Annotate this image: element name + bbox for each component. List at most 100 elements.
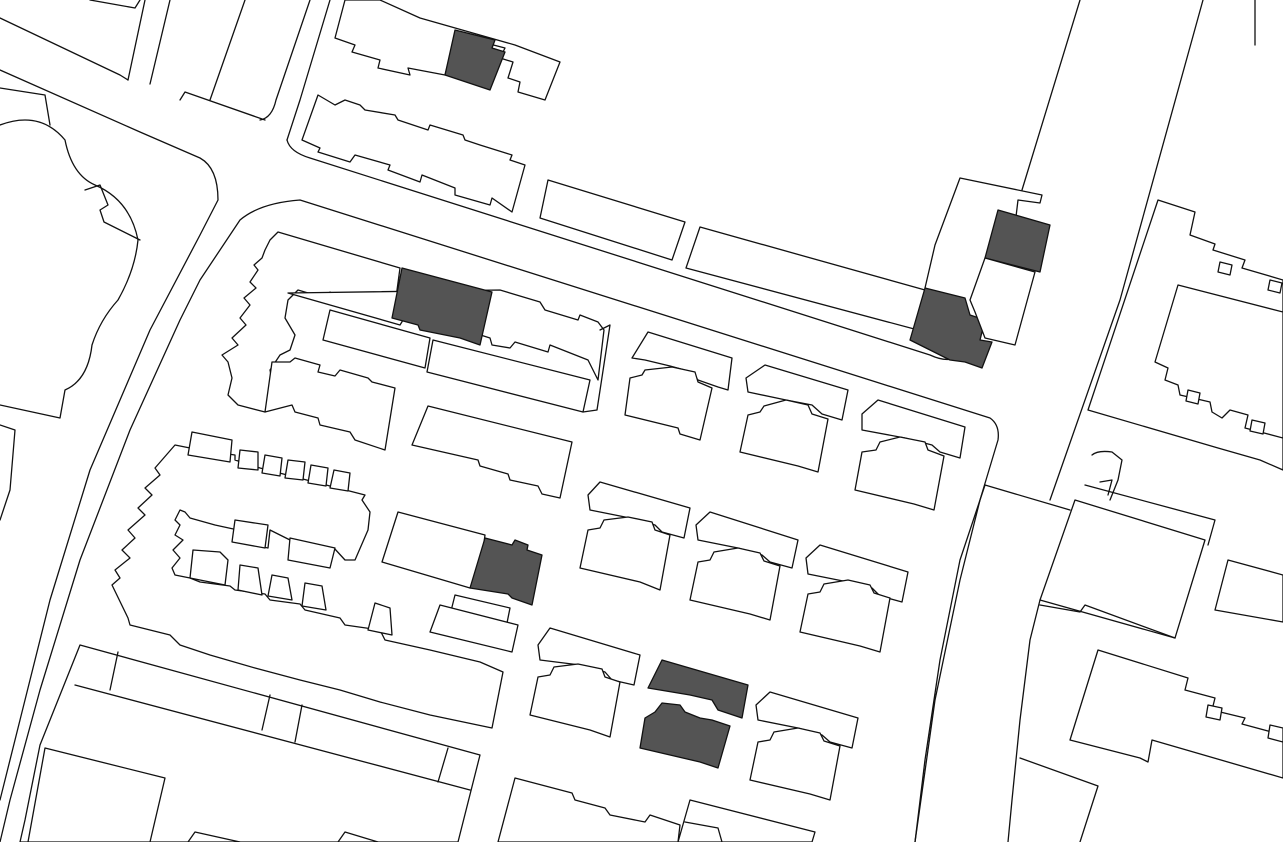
left-blob-outline: [0, 119, 139, 419]
building-courtyard-north: [287, 289, 605, 381]
building-middle-center-south-2: [429, 604, 519, 653]
road-edge-top-small-1: [127, 0, 146, 81]
building-east-window-2: [1267, 279, 1283, 294]
highlighted-building-south-south: [639, 702, 731, 769]
building-small-row-top-6: [329, 469, 351, 492]
building-small-row-top-1: [187, 431, 233, 463]
house-pair-c1r2-south: [579, 516, 671, 591]
house-pair-c2r3-south: [749, 727, 841, 801]
building-row-a-1: [264, 357, 396, 451]
building-east-square-inner: [1099, 479, 1113, 496]
building-south-divider-3: [261, 694, 271, 731]
left-edge-strip: [0, 424, 16, 521]
road-edge-vertical-1: [1021, 0, 1081, 191]
road-edge-top-left-lower: [0, 69, 219, 801]
building-east-square: [1039, 499, 1206, 639]
road-edge-east-a: [984, 484, 1071, 511]
highlighted-buildings: [391, 29, 1051, 769]
building-middle-wing-b: [287, 537, 336, 569]
road-edge-top-small-3: [209, 0, 246, 101]
road-network: [0, 0, 1256, 842]
building-row-a-2: [411, 405, 573, 499]
road-edge-east-c: [1007, 599, 1041, 842]
building-east-window-4: [1249, 419, 1266, 435]
building-small-row-top-4: [284, 459, 306, 481]
left-campus: [0, 0, 141, 521]
highlighted-building-tower-top: [984, 209, 1051, 273]
east-buildings: [924, 177, 1283, 779]
building-middle-center: [381, 511, 486, 589]
building-east-south-window-1: [1205, 704, 1223, 721]
building-east-south: [1069, 649, 1283, 779]
building-south-bottom-1: [187, 831, 241, 842]
left-top-small: [89, 0, 141, 9]
building-small-row-top-5: [307, 464, 329, 487]
building-south-center-row: [497, 777, 681, 842]
building-south-inner: [27, 747, 166, 842]
building-south-divider-2: [109, 651, 119, 691]
building-small-inner-4: [301, 582, 327, 611]
house-pair-c2r1-north: [745, 364, 849, 421]
building-small-inner-1: [189, 549, 229, 586]
building-east-square-roof: [1084, 484, 1216, 546]
house-pair-c3r1-north: [861, 399, 966, 459]
building-east-south-window-2: [1267, 724, 1283, 743]
house-pair-c2r1-south: [739, 399, 829, 473]
building-north-strip-2: [685, 226, 926, 331]
building-north-row-1: [334, 0, 561, 101]
building-south-bottom-2: [337, 831, 379, 842]
building-north-strip-1: [539, 179, 686, 261]
house-pair-c2r3-north: [755, 691, 859, 749]
building-courtyard-north-inner-1: [322, 309, 431, 369]
road-edge-vertical-2: [1049, 0, 1204, 501]
house-pair-c1r1-south: [624, 366, 713, 441]
building-middle-wing-a: [231, 519, 269, 549]
highlighted-building-courtyard: [391, 267, 493, 346]
building-north-row-2: [301, 94, 526, 213]
building-south-divider-4: [294, 704, 303, 743]
house-pair-c1r3-north: [537, 627, 641, 686]
inner-block-buildings: [111, 231, 611, 729]
building-zigzag-middle: [111, 444, 504, 729]
north-buildings: [301, 0, 926, 331]
building-east-square-edge: [1091, 450, 1123, 501]
highlighted-building-middle: [469, 537, 543, 606]
road-edge-top-small-2: [149, 0, 171, 85]
left-blob-notch: [84, 184, 141, 241]
building-small-inner-3: [267, 574, 293, 601]
south-west-block: [19, 644, 816, 842]
highlighted-building-south-north: [647, 659, 749, 719]
building-south-center-right: [677, 799, 816, 842]
building-east-south-strip: [1039, 604, 1176, 639]
building-south-center-notch: [684, 821, 723, 842]
road-edge-north-block: [286, 0, 331, 141]
building-tower-annex: [969, 257, 1036, 346]
house-pair-c1r2-north: [587, 481, 691, 539]
building-small-inner-5: [367, 602, 393, 636]
road-edge-south-east: [1019, 757, 1099, 842]
house-pair-c1r3-south: [529, 663, 621, 738]
road-edge-left-inner: [0, 199, 999, 842]
building-small-row-top-2: [237, 449, 259, 471]
road-edge-top-small-4: [259, 0, 311, 121]
highlighted-building-north: [444, 29, 506, 91]
road-edge-top-left-upper: [0, 17, 129, 81]
terrace-house-pairs: [529, 331, 966, 801]
building-east-inner: [1154, 284, 1283, 439]
building-small-inner-2: [237, 564, 263, 596]
building-east-mid: [1214, 559, 1283, 623]
left-blob-top: [0, 87, 51, 126]
building-south-divider-1: [74, 684, 471, 791]
building-small-row-top-3: [261, 454, 283, 477]
house-pair-c3r1-south: [854, 436, 945, 511]
building-east-window-3: [1185, 389, 1201, 405]
house-pair-c3r2-south: [799, 579, 891, 653]
building-east-window-1: [1217, 261, 1233, 276]
building-south-divider-5: [437, 747, 449, 783]
highlighted-building-tower-base: [909, 287, 993, 369]
road-edge-top-strip: [179, 91, 266, 121]
road-edge-east-b: [914, 484, 986, 842]
house-pair-c2r2-north: [695, 511, 799, 569]
